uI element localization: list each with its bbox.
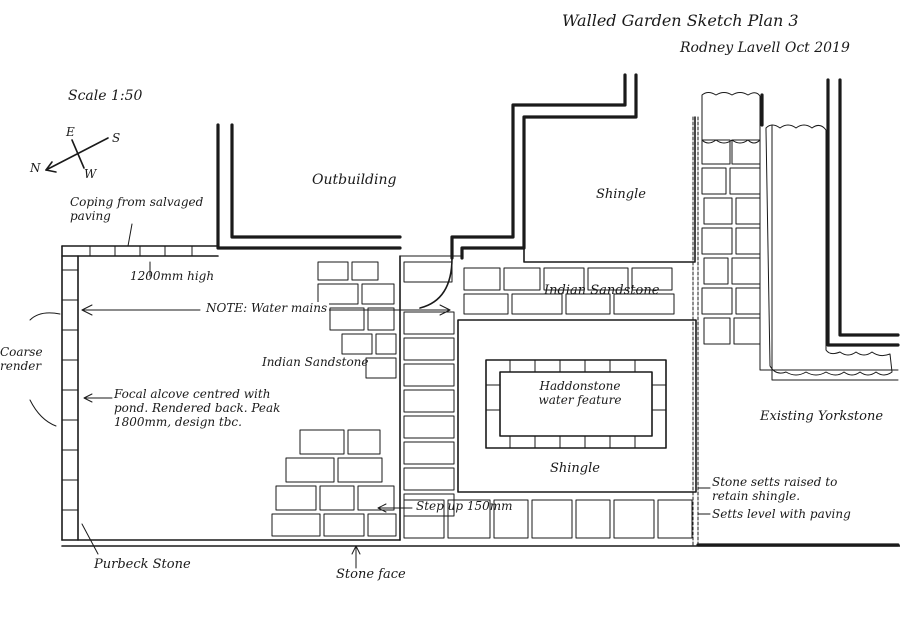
sandstone-strip bbox=[463, 267, 675, 315]
existing-yorkstone-label: Existing Yorkstone bbox=[760, 409, 884, 424]
water-mains-label: NOTE: Water mains bbox=[204, 301, 330, 316]
stone-face-label: Stone face bbox=[336, 567, 406, 582]
indian-sandstone-paving bbox=[317, 261, 397, 379]
compass-e: E bbox=[66, 125, 75, 139]
setts-level-label: Setts level with paving bbox=[712, 507, 851, 521]
right-boundary-walls bbox=[696, 78, 900, 547]
author-date: Rodney Lavell Oct 2019 bbox=[680, 40, 850, 56]
step-up-label: Step up 150mm bbox=[416, 499, 513, 513]
plan-title: Walled Garden Sketch Plan 3 bbox=[562, 11, 799, 30]
water-feature-outline bbox=[485, 359, 667, 449]
haddonstone-label: Haddonstone water feature bbox=[538, 379, 622, 407]
stone-setts-edge bbox=[692, 116, 699, 547]
leader-arrows bbox=[29, 223, 711, 569]
wall-height-label: 1200mm high bbox=[130, 269, 215, 283]
focal-alcove-label: Focal alcove centred with pond. Rendered… bbox=[114, 387, 281, 429]
shingle-bed-top bbox=[523, 116, 696, 263]
shingle-top-label: Shingle bbox=[596, 187, 646, 202]
lower-paving-steps bbox=[271, 429, 397, 537]
compass-s: S bbox=[112, 131, 121, 145]
shingle-bottom-label: Shingle bbox=[550, 461, 600, 476]
indian-sandstone-right-label: Indian Sandstone bbox=[544, 283, 660, 298]
step-paving-column bbox=[403, 261, 455, 517]
coping-blocks bbox=[61, 245, 193, 511]
coping-label: Coping from salvaged paving bbox=[70, 195, 204, 223]
shingle-bed-bottom bbox=[457, 319, 697, 493]
compass-w: W bbox=[84, 167, 97, 181]
indian-sandstone-left-label: Indian Sandstone bbox=[262, 355, 369, 369]
stone-setts-raised-label: Stone setts raised to retain shingle. bbox=[712, 475, 838, 503]
right-paving bbox=[701, 139, 761, 345]
outbuilding-label: Outbuilding bbox=[312, 172, 397, 188]
scale-label: Scale 1:50 bbox=[68, 88, 143, 104]
outbuilding-walls bbox=[216, 73, 638, 260]
purbeck-stone-label: Purbeck Stone bbox=[94, 557, 191, 572]
compass-arrow bbox=[45, 137, 109, 173]
bottom-paving-row bbox=[403, 499, 693, 539]
water-mains-curve bbox=[419, 257, 453, 309]
hedge bbox=[701, 92, 893, 376]
coarse-render-label: Coarse render bbox=[0, 345, 43, 373]
compass-n: N bbox=[30, 161, 41, 175]
